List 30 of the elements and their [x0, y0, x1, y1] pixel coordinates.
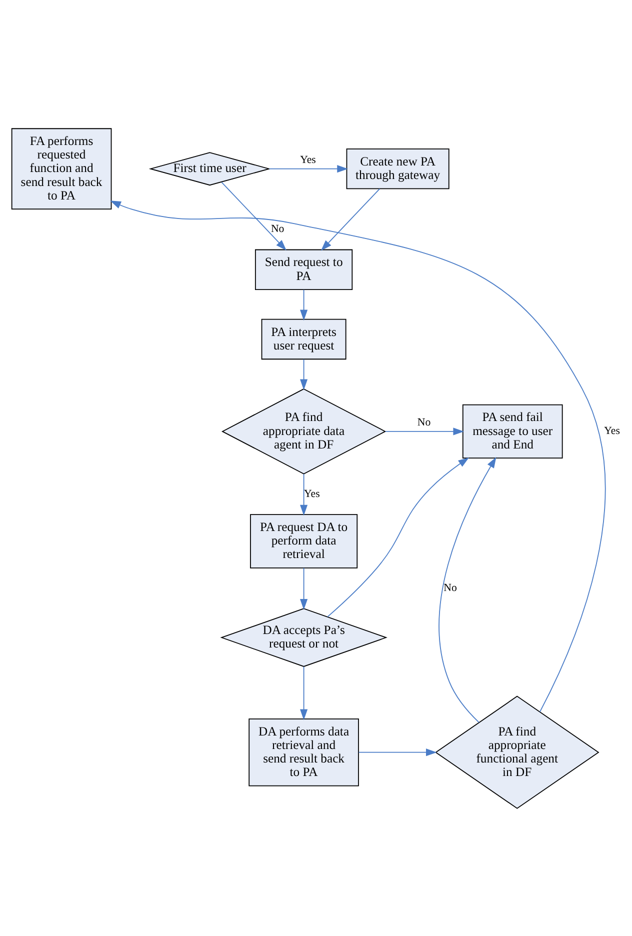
- arrow: [300, 666, 308, 720]
- arrow: [320, 188, 380, 250]
- node-diamond: DA accepts Pa’s request or not: [220, 608, 388, 666]
- arrow: [110, 200, 606, 712]
- edge-label: No: [270, 222, 284, 235]
- edge-label: Yes: [304, 488, 320, 500]
- arrow: [438, 456, 496, 722]
- arrow: [300, 358, 308, 390]
- node-diamond: PA find appropriate functional agent in DF: [434, 695, 600, 808]
- node-box: PA interprets user request: [261, 318, 346, 360]
- node-box: PA request DA to perform data retrieval: [250, 514, 358, 568]
- arrow: [358, 748, 437, 756]
- node-box: PA send fail message to user and End: [462, 404, 563, 458]
- node-box: FA performs requested function and send result back to PA: [11, 128, 112, 210]
- arrow: [300, 473, 308, 516]
- edge-label: Yes: [300, 154, 316, 166]
- arrow: [300, 288, 308, 320]
- arrow: [327, 456, 470, 617]
- arrow: [268, 164, 348, 172]
- arrow: [300, 567, 308, 610]
- node-box: Create new PA through gateway: [346, 148, 450, 189]
- node-diamond: First time user: [148, 152, 271, 186]
- node-box: Send request to PA: [254, 248, 353, 290]
- arrow: [384, 427, 464, 435]
- edge-label: No: [444, 582, 457, 594]
- arrow: [221, 181, 286, 250]
- node-box: DA performs data retrieval and send result back to PA: [248, 718, 359, 786]
- edge-label: Yes: [604, 424, 620, 437]
- node-diamond: PA find appropriate data agent in DF: [221, 388, 386, 474]
- edge-label: No: [417, 416, 431, 428]
